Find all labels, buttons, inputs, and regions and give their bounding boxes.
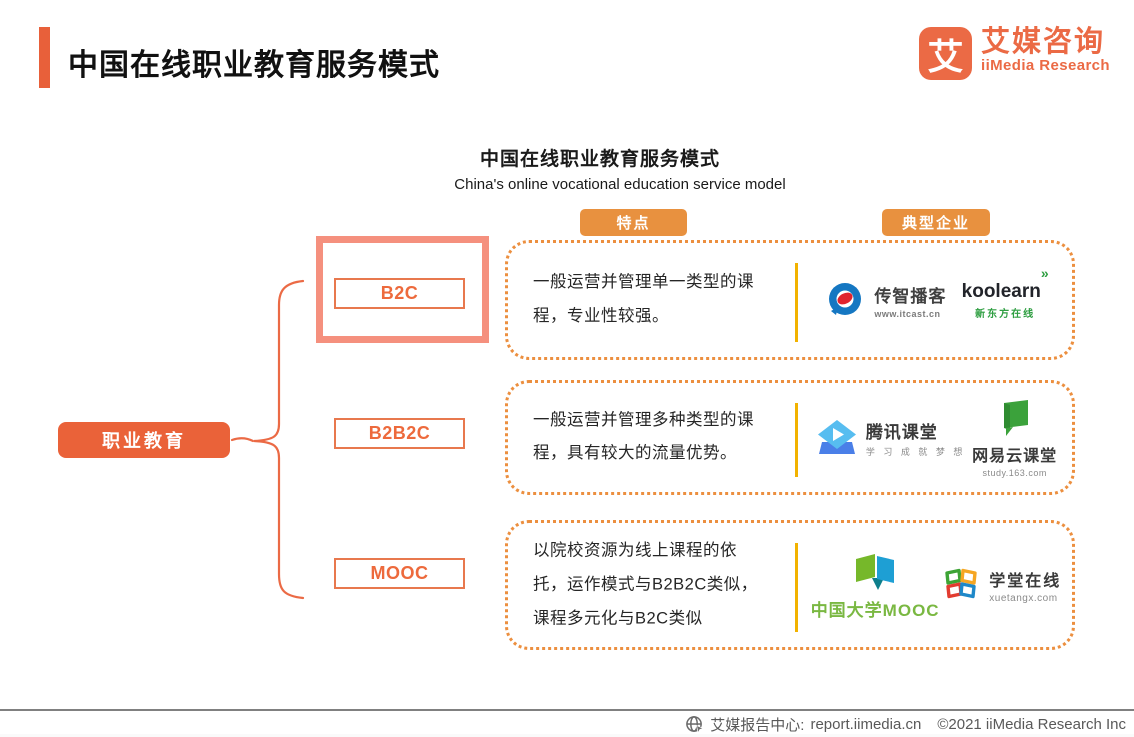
feature-panel-b2c: 一般运营并管理单一类型的课 程，专业性较强。 传智播客 www.itcast.c… xyxy=(505,240,1075,360)
footer-report-center-label: 艾媒报告中心: xyxy=(710,717,805,734)
page-title: 中国在线职业教育服务模式 xyxy=(68,49,440,82)
description-mooc: 以院校资源为线上课程的依 托，运作模式与B2B2C类似， 课程多元化与B2C类似 xyxy=(533,541,758,627)
company-logo-itcast: 传智播客 www.itcast.cn xyxy=(823,278,946,322)
company-logos-mooc: 中国大学MOOC 学堂在线 xuetangx.com xyxy=(808,523,1064,647)
company-logo-koolearn: koolearn » 新东方在线 xyxy=(961,264,1049,320)
column-header-features: 特点 xyxy=(580,209,687,236)
tencent-classroom-cap-icon xyxy=(817,419,856,454)
diagram-subtitle: China's online vocational education serv… xyxy=(454,176,786,193)
company-logos-b2c: 传智播客 www.itcast.cn koolearn » 新东方在线 xyxy=(808,243,1064,357)
company-name: 中国大学MOOC xyxy=(810,600,940,620)
footer-divider-line xyxy=(0,709,1134,711)
root-node-vocational-education: 职业教育 xyxy=(58,422,230,458)
itcast-bubble-icon xyxy=(829,283,862,315)
company-name: 腾讯课堂 xyxy=(865,422,938,442)
diagram-title: 中国在线职业教育服务模式 xyxy=(479,149,720,170)
company-name: koolearn xyxy=(961,280,1041,302)
iimedia-logo-icon: 艾 xyxy=(919,27,973,80)
company-name: 学堂在线 xyxy=(989,572,1062,590)
company-name: 传智播客 xyxy=(874,286,947,306)
globe-cursor-icon xyxy=(686,716,705,734)
model-box-b2b2c: B2B2C xyxy=(334,418,465,449)
company-logo-icourse163: 中国大学MOOC xyxy=(811,550,940,621)
icourse163-banner-icon xyxy=(856,553,895,590)
bottom-strip xyxy=(0,734,1134,737)
company-logo-tencent-classroom: 腾讯课堂 学 习 成 就 梦 想 xyxy=(815,417,966,459)
iimedia-logo: 艾 艾媒咨询 iiMedia Research xyxy=(919,27,1110,80)
iimedia-logo-cn: 艾媒咨询 xyxy=(981,26,1106,58)
footer-copyright: ©2021 iiMedia Research Inc xyxy=(937,716,1126,733)
company-logo-netease-classroom: 网易云课堂 study.163.com xyxy=(972,398,1057,478)
footer-report-url: report.iimedia.cn xyxy=(810,716,922,733)
iimedia-logo-en: iiMedia Research xyxy=(981,57,1110,75)
highlight-frame-b2c xyxy=(316,236,489,343)
netease-book-icon xyxy=(1003,399,1028,436)
feature-panel-mooc: 以院校资源为线上课程的依 托，运作模式与B2B2C类似， 课程多元化与B2C类似… xyxy=(505,520,1075,650)
feature-panel-b2b2c: 一般运营并管理多种类型的课 程，具有较大的流量优势。 腾讯课堂 学 习 成 就 … xyxy=(505,380,1075,495)
company-logo-xuetangx: 学堂在线 xuetangx.com xyxy=(942,566,1061,604)
description-b2c: 一般运营并管理单一类型的课 程，专业性较强。 xyxy=(533,273,754,325)
model-box-mooc: MOOC xyxy=(334,558,465,589)
gold-divider xyxy=(795,543,798,632)
xuetangx-squares-icon xyxy=(945,568,977,599)
company-caption: 学 习 成 就 梦 想 xyxy=(865,446,966,457)
company-caption: 新东方在线 xyxy=(975,308,1036,320)
company-logos-b2b2c: 腾讯课堂 学 习 成 就 梦 想 网易云课堂 study.163.com xyxy=(808,383,1064,492)
header-accent-bar xyxy=(39,27,50,88)
company-name: 网易云课堂 xyxy=(972,447,1058,465)
column-header-companies: 典型企业 xyxy=(882,209,990,236)
company-caption: www.itcast.cn xyxy=(874,308,941,319)
company-caption: xuetangx.com xyxy=(989,592,1058,604)
company-caption: study.163.com xyxy=(982,467,1047,478)
gold-divider xyxy=(795,263,798,342)
footer: 艾媒报告中心: report.iimedia.cn ©2021 iiMedia … xyxy=(685,714,1126,735)
description-b2b2c: 一般运营并管理多种类型的课 程，具有较大的流量优势。 xyxy=(533,410,754,463)
model-box-b2c: B2C xyxy=(334,278,465,309)
gold-divider xyxy=(795,403,798,477)
